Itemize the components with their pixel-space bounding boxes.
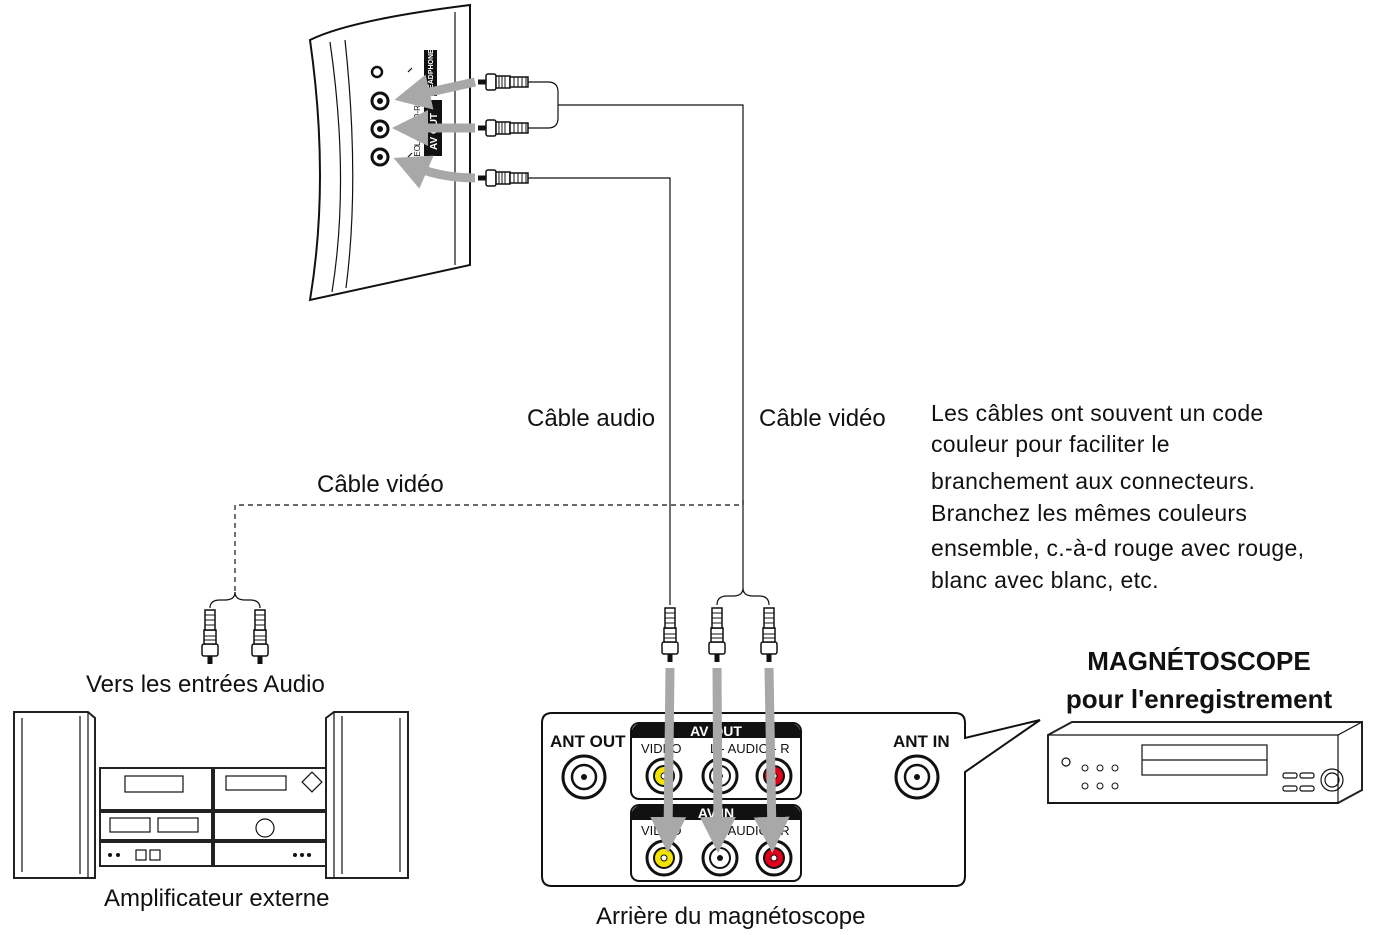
vcr-connection-arrows <box>650 667 790 853</box>
cable-video-dashed-label: Câble vidéo <box>317 471 444 498</box>
vcr-plugs <box>661 607 778 663</box>
external-amplifier <box>13 711 409 879</box>
color-code-note: Les câbles ont souvent un code couleur p… <box>931 400 1304 593</box>
tv-headphone-label: HEADPHONE <box>428 49 435 94</box>
vcr-title-1: MAGNÉTOSCOPE <box>1087 646 1310 676</box>
note-line: ensemble, c.-à-d rouge avec rouge, <box>931 535 1304 561</box>
cable-video-label: Câble vidéo <box>759 405 886 432</box>
vcr-rear-label: Arrière du magnétoscope <box>596 903 865 930</box>
note-line: blanc avec blanc, etc. <box>931 567 1159 593</box>
vcr-rear-panel: ANT OUT ANT IN AV OUT VIDEO L - AUDIO - … <box>541 712 1041 887</box>
cable-audio-label: Câble audio <box>527 405 655 432</box>
external-amp-label: Amplificateur externe <box>104 885 329 912</box>
note-line: Branchez les mêmes couleurs <box>931 500 1247 526</box>
to-audio-inputs-label: Vers les entrées Audio <box>86 671 325 698</box>
cables <box>209 81 770 609</box>
note-line: couleur pour faciliter le <box>931 431 1170 457</box>
note-line: branchement aux connecteurs. <box>931 468 1255 494</box>
vcr-unit <box>1047 721 1363 804</box>
tv-plugs <box>477 73 529 187</box>
vcr-ant-out-label: ANT OUT <box>550 732 626 751</box>
tv-side-panel: HEADPHONE AV OUT L-AUDIO-R VIDEO <box>308 3 471 302</box>
vcr-av-in-video-label: VIDEO <box>641 823 681 838</box>
vcr-title-2: pour l'enregistrement <box>1066 684 1333 714</box>
tv-headphone-jack <box>370 65 384 79</box>
vcr-ant-in-label: ANT IN <box>893 732 950 751</box>
vcr-av-out-video-label: VIDEO <box>641 741 681 756</box>
amp-plugs <box>201 609 269 665</box>
tv-connection-arrows <box>392 74 476 189</box>
note-line: Les câbles ont souvent un code <box>931 400 1264 426</box>
